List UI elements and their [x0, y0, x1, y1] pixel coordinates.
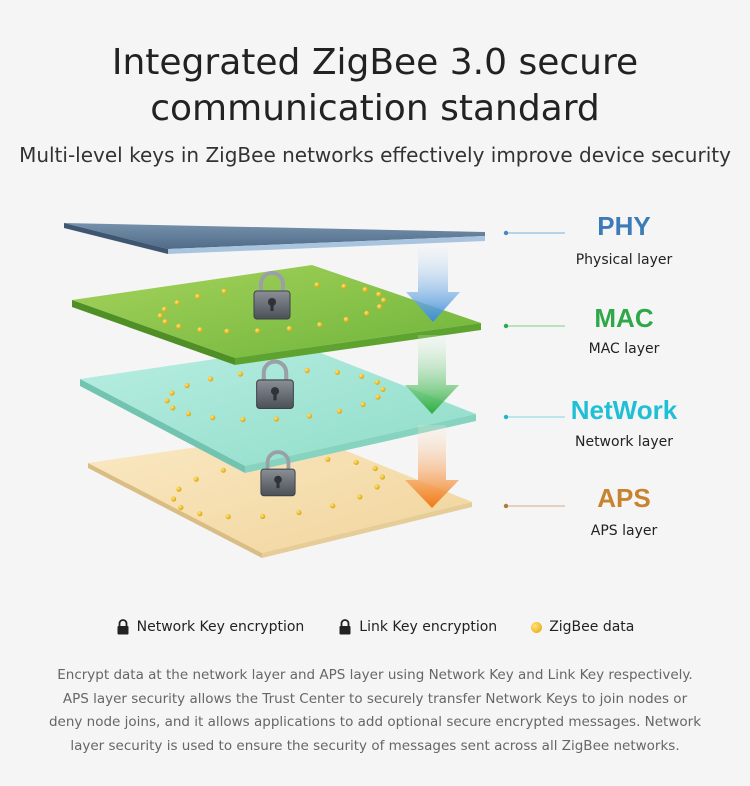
legend: Network Key encryption Link Key encrypti… — [0, 619, 750, 635]
layer-label-aps: APS APS layer — [504, 483, 658, 539]
zigbee-data-dot — [381, 298, 386, 303]
zigbee-data-dot — [175, 300, 180, 305]
zigbee-data-dot — [197, 511, 202, 516]
phy-description: Physical layer — [576, 252, 673, 268]
zigbee-data-dot — [176, 487, 181, 492]
zigbee-data-dot — [222, 289, 227, 294]
legend-network-key: Network Key encryption — [116, 619, 305, 635]
zigbee-data-dot — [274, 416, 279, 421]
zigbee-data-dot — [178, 505, 183, 510]
zigbee-data-dot — [354, 460, 359, 465]
zigbee-data-dot — [330, 503, 335, 508]
zigbee-data-dot — [260, 514, 265, 519]
mac-description: MAC layer — [589, 341, 660, 357]
layer-stack-diagram: PHY Physical layer MAC MAC layer NetWork… — [0, 190, 750, 600]
zigbee-data-dot — [186, 411, 191, 416]
zigbee-data-dot — [325, 457, 330, 462]
zigbee-data-dot — [287, 326, 292, 331]
zigbee-data-dot — [359, 374, 364, 379]
legend-network-key-label: Network Key encryption — [137, 619, 305, 635]
zigbee-data-dot — [197, 327, 202, 332]
legend-link-key-label: Link Key encryption — [359, 619, 497, 635]
zigbee-data-dot — [380, 387, 385, 392]
legend-zigbee-data-label: ZigBee data — [549, 619, 634, 635]
title-line-2: communication standard — [0, 86, 750, 132]
layer-label-phy: PHY Physical layer — [504, 211, 673, 268]
aps-description: APS layer — [591, 523, 658, 539]
network-name: NetWork — [571, 395, 678, 425]
zigbee-data-dot — [380, 474, 385, 479]
zigbee-data-dot — [210, 415, 215, 420]
zigbee-data-dot — [337, 409, 342, 414]
zigbee-data-dot — [171, 496, 176, 501]
zigbee-data-dot — [169, 390, 174, 395]
zigbee-data-dot — [226, 514, 231, 519]
zigbee-data-dot — [376, 292, 381, 297]
page-title: Integrated ZigBee 3.0 secure communicati… — [0, 40, 750, 132]
lock-icon — [116, 619, 130, 635]
zigbee-data-dot — [296, 510, 301, 515]
zigbee-data-dot — [364, 311, 369, 316]
zigbee-data-dot — [375, 394, 380, 399]
zigbee-data-dot — [373, 466, 378, 471]
zigbee-data-dot — [165, 398, 170, 403]
data-dot-icon — [531, 622, 542, 633]
page-subtitle: Multi-level keys in ZigBee networks effe… — [0, 143, 750, 167]
zigbee-data-dot — [240, 417, 245, 422]
zigbee-data-dot — [184, 383, 189, 388]
zigbee-data-dot — [360, 402, 365, 407]
zigbee-data-dot — [357, 494, 362, 499]
zigbee-data-dot — [170, 405, 175, 410]
mac-name: MAC — [594, 303, 653, 333]
legend-zigbee-data: ZigBee data — [531, 619, 634, 635]
zigbee-data-dot — [255, 328, 260, 333]
zigbee-data-dot — [377, 304, 382, 309]
layer-label-mac: MAC MAC layer — [504, 303, 660, 357]
zigbee-data-dot — [314, 282, 319, 287]
zigbee-data-dot — [162, 307, 167, 312]
zigbee-data-dot — [238, 371, 243, 376]
zigbee-data-dot — [305, 368, 310, 373]
zigbee-data-dot — [224, 329, 229, 334]
zigbee-data-dot — [194, 477, 199, 482]
zigbee-data-dot — [307, 413, 312, 418]
description-paragraph: Encrypt data at the network layer and AP… — [45, 664, 705, 758]
zigbee-data-dot — [344, 317, 349, 322]
zigbee-data-dot — [335, 370, 340, 375]
zigbee-data-dot — [158, 313, 163, 318]
aps-name: APS — [597, 483, 650, 513]
network-plate — [80, 346, 476, 473]
zigbee-data-dot — [317, 322, 322, 327]
zigbee-data-dot — [375, 380, 380, 385]
layer-label-network: NetWork Network layer — [504, 395, 678, 450]
lock-icon — [338, 619, 352, 635]
legend-link-key: Link Key encryption — [338, 619, 497, 635]
zigbee-data-dot — [375, 484, 380, 489]
zigbee-data-dot — [341, 284, 346, 289]
zigbee-data-dot — [221, 468, 226, 473]
zigbee-data-dot — [195, 294, 200, 299]
zigbee-data-dot — [176, 324, 181, 329]
network-description: Network layer — [575, 434, 673, 450]
title-line-1: Integrated ZigBee 3.0 secure — [0, 40, 750, 86]
zigbee-data-dot — [163, 319, 168, 324]
phy-name: PHY — [597, 211, 650, 241]
zigbee-data-dot — [208, 376, 213, 381]
zigbee-data-dot — [363, 287, 368, 292]
